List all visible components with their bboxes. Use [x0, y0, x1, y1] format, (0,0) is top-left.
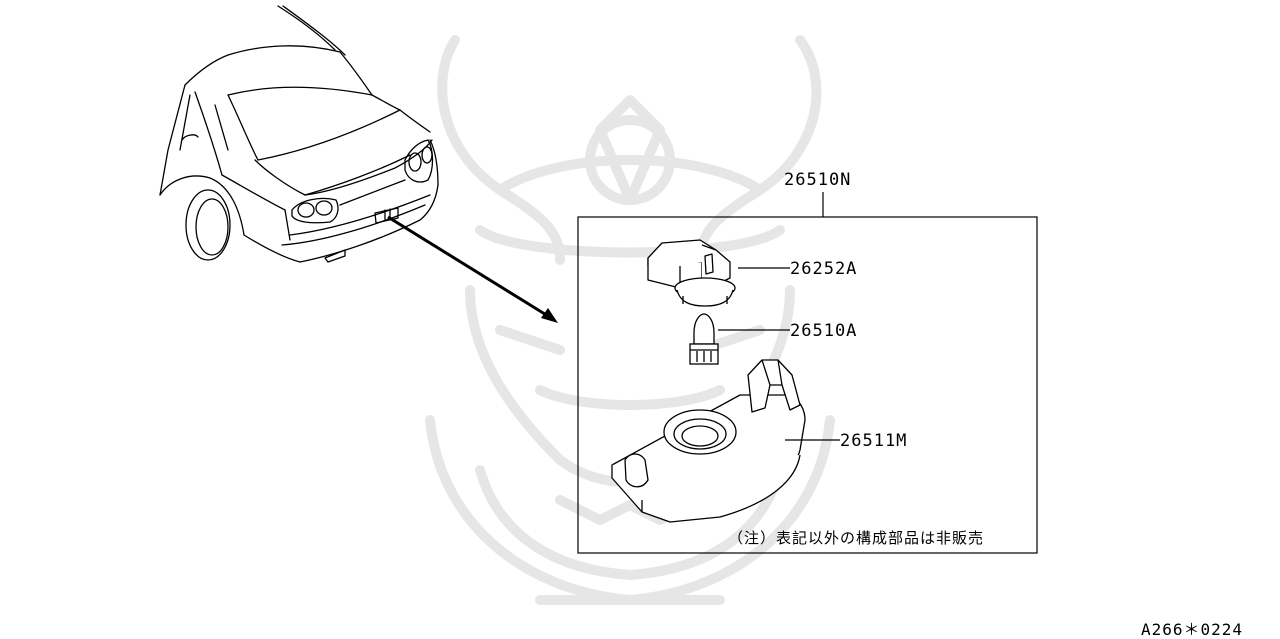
socket-part-number: 26252A	[790, 259, 858, 279]
socket-part	[647, 239, 790, 307]
housing-part-number: 26511M	[840, 431, 908, 451]
not-sold-separately-note: （注）表記以外の構成部品は非販売	[728, 529, 985, 547]
bulb-part-number: 26510A	[790, 321, 858, 341]
assembly-frame	[577, 192, 1038, 554]
location-arrow	[387, 215, 558, 323]
watermark-emblem	[425, 35, 835, 605]
bulb-part	[689, 313, 790, 365]
lamp-housing-part	[611, 359, 840, 523]
assembly-part-number: 26510N	[784, 170, 852, 190]
car-illustration	[159, 5, 439, 263]
illustration-code: A266＊0224	[1141, 620, 1244, 639]
